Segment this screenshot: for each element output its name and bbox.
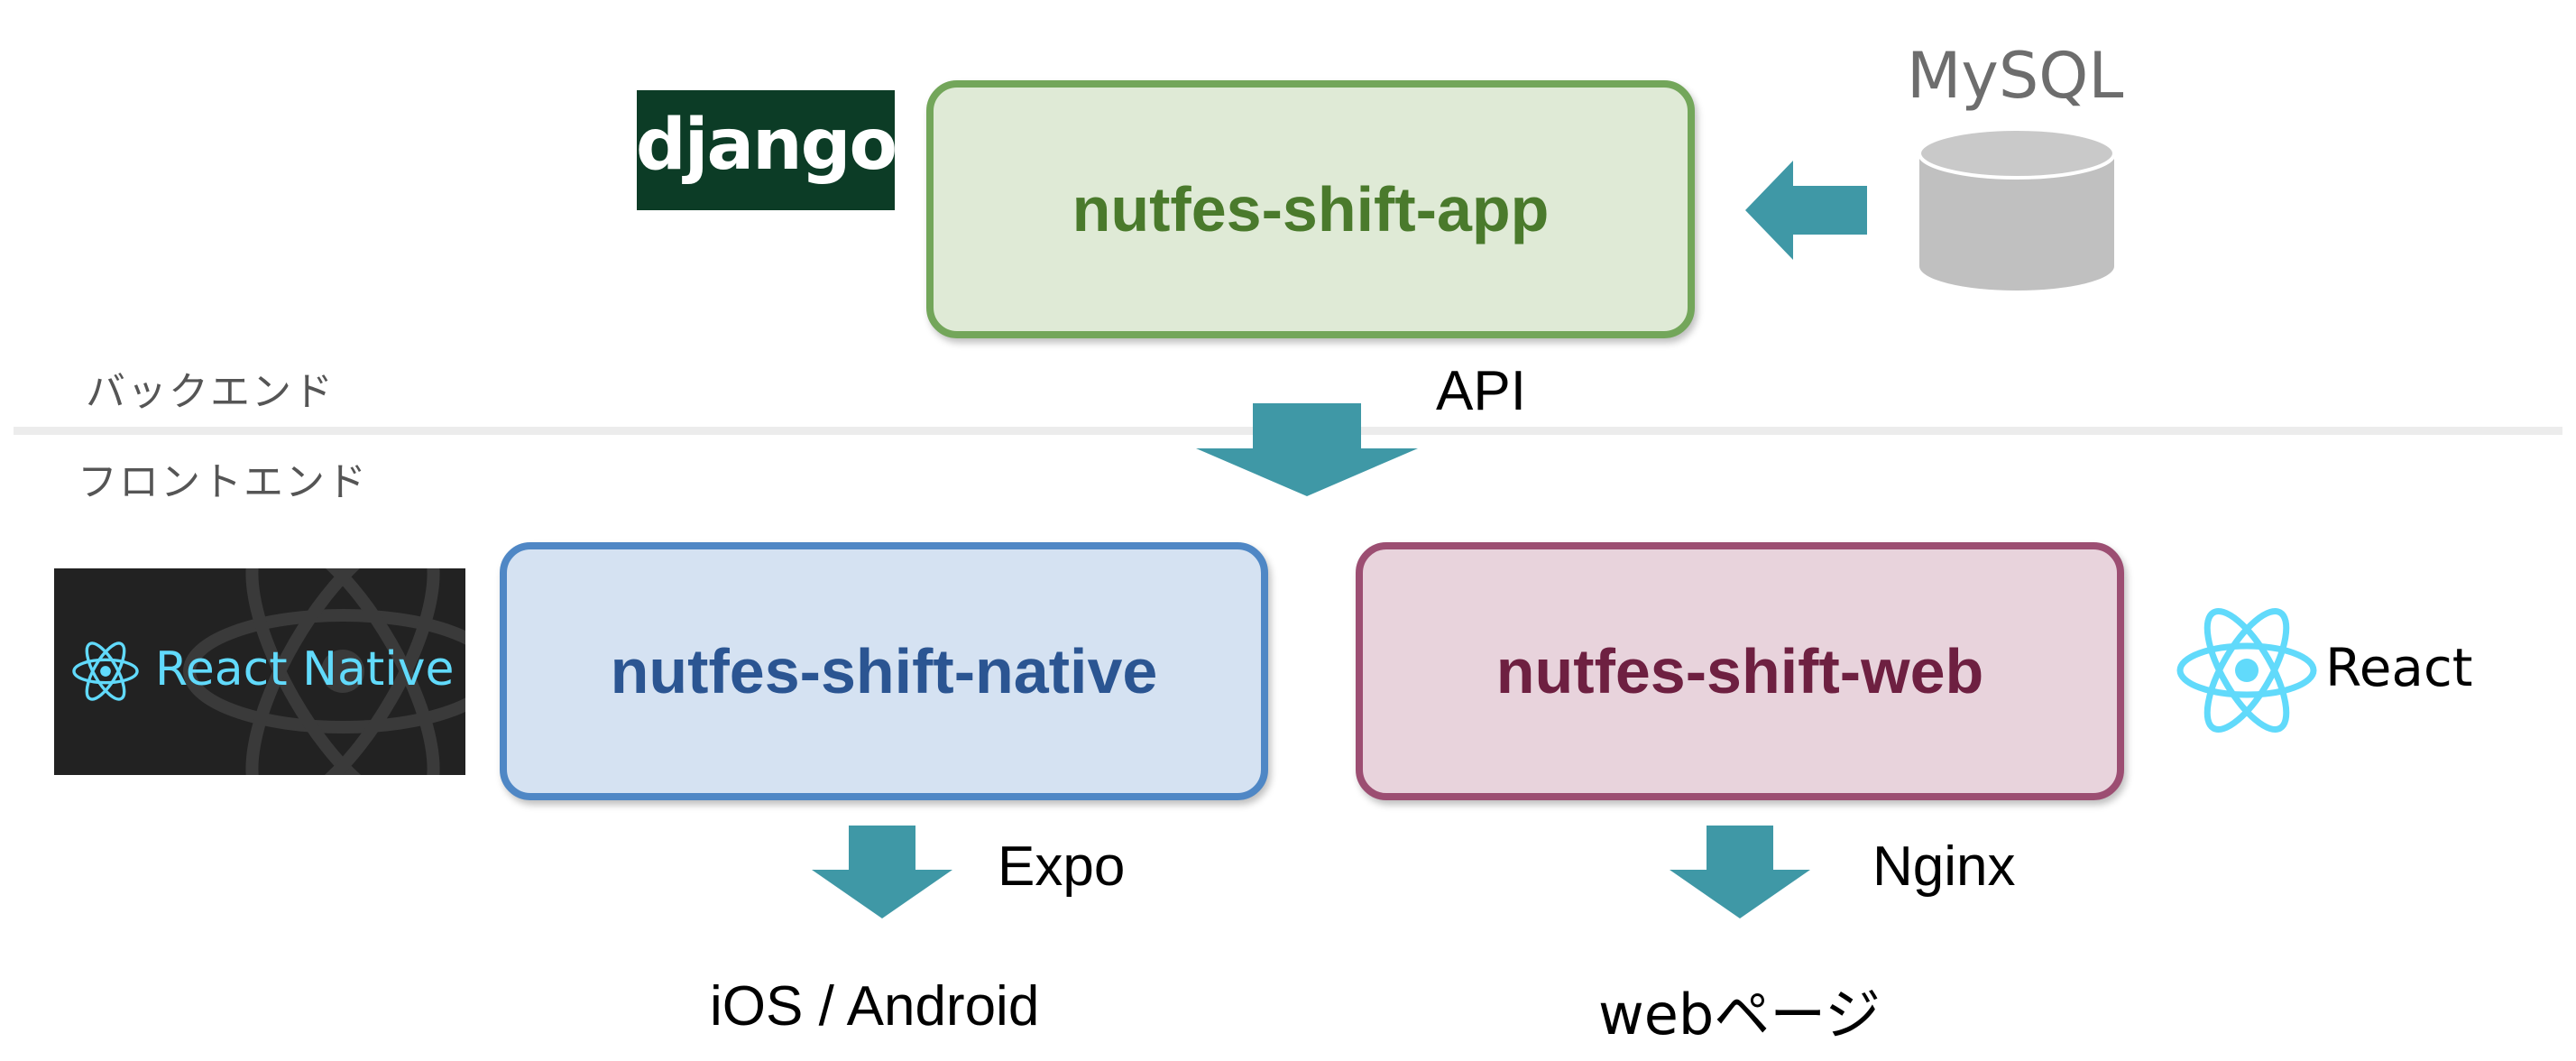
mysql-label: MySQL [1907,39,2124,113]
arrow-icon-mysql-to-app [1745,161,1867,260]
web-page-label: webページ [1598,982,1881,1047]
react-native-background-atom-icon [183,568,465,775]
api-label: API [1436,360,1526,422]
nutfes-shift-native-label: nutfes-shift-native [610,636,1158,706]
nutfes-shift-app-label: nutfes-shift-app [1072,174,1550,244]
nutfes-shift-app-box: nutfes-shift-app [926,80,1695,338]
django-logo-text: django [635,104,897,186]
frontend-section-label: フロントエンド [78,459,368,505]
arrow-icon-nginx-down [1670,826,1810,918]
nutfes-shift-native-box: nutfes-shift-native [500,542,1268,800]
react-logo-text: React [2325,637,2473,698]
django-logo: django [635,90,897,210]
nutfes-shift-web-label: nutfes-shift-web [1495,636,1984,706]
nginx-label: Nginx [1872,835,2016,898]
react-native-logo-text: React Native [155,642,455,697]
arrow-icon-api-down [1196,403,1418,496]
arrow-icon-expo-down [812,826,952,918]
react-native-logo: React Native [54,568,465,775]
react-atom-icon [72,641,139,701]
database-cylinder-icon [1918,127,2116,291]
ios-android-label: iOS / Android [710,975,1040,1038]
expo-label: Expo [998,835,1126,898]
react-atom-icon [2176,608,2317,733]
backend-section-label: バックエンド [86,369,335,415]
nutfes-shift-web-box: nutfes-shift-web [1356,542,2124,800]
